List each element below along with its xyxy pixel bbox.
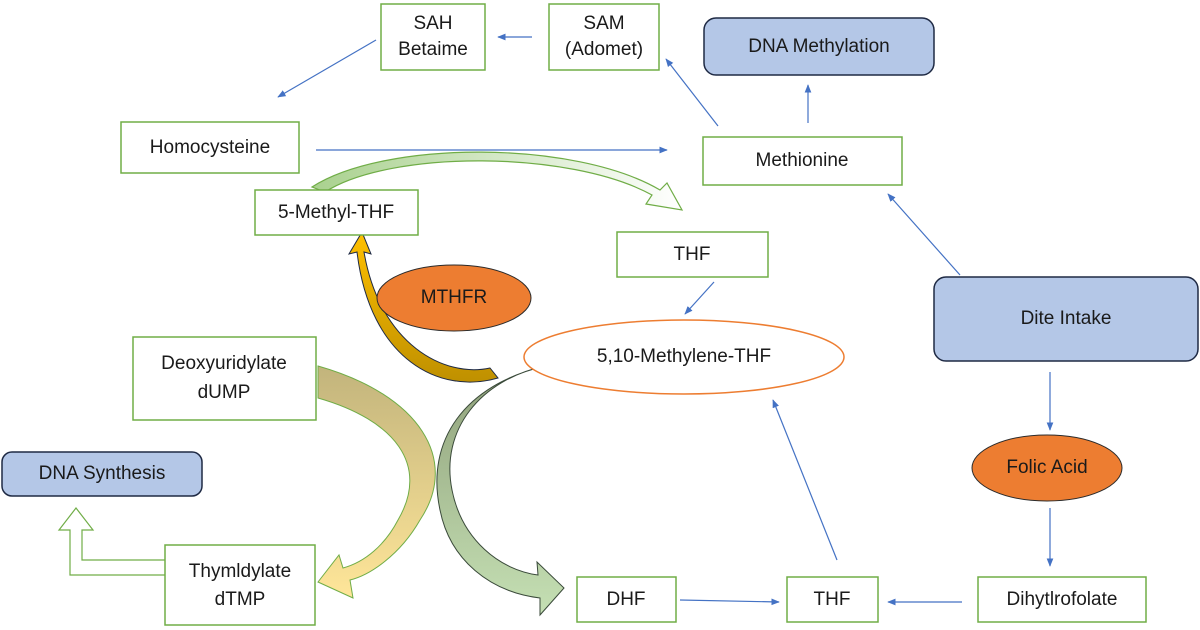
arrow-dhf-to-thf [679,598,780,606]
arrow-dite-intake-to-methionine [887,193,961,276]
thf-bottom-label: THF [814,589,851,610]
dna-synthesis-box: DNA Synthesis [1,451,203,497]
adomet-label: (Adomet) [565,39,643,60]
dhf-box: DHF [576,576,677,623]
folic-acid-label: Folic Acid [1006,457,1087,478]
thymidylate-label: Thymldylate [189,561,291,582]
sam-adomet-box: SAM (Adomet) [548,3,660,71]
curved-arrow-methyl-thf-to-thf [310,151,684,211]
thf-top-box: THF [616,231,769,278]
dna-methylation-label: DNA Methylation [748,36,890,57]
homocysteine-box: Homocysteine [120,121,300,174]
dhf-label: DHF [606,589,645,610]
arrow-methionine-to-sam [665,58,719,127]
dite-intake-box: Dite Intake [933,276,1199,362]
dna-synthesis-label: DNA Synthesis [39,463,166,484]
methylene-thf-ellipse: 5,10-Methylene-THF [523,319,845,395]
dna-methylation-box: DNA Methylation [703,17,935,76]
dump-label: dUMP [198,382,251,403]
thymidylate-box: Thymldylate dTMP [164,544,316,626]
dite-intake-label: Dite Intake [1021,308,1112,329]
arrow-sah-to-homocysteine [277,39,377,98]
sam-label: SAM [583,13,624,34]
dihydrofolate-label: Dihytlrofolate [1007,589,1118,610]
sah-label: SAH [413,13,452,34]
betaime-label: Betaime [398,39,468,60]
arrow-dtmp-to-dna-synthesis [57,507,165,576]
methyl-thf-label: 5-Methyl-THF [278,202,394,223]
thf-top-label: THF [674,244,711,265]
mthfr-label: MTHFR [421,287,487,308]
thf-bottom-box: THF [786,576,879,623]
deoxyuridylate-label: Deoxyuridylate [161,353,287,374]
arrow-thf-to-methylene-thf [684,281,715,315]
mthfr-ellipse: MTHFR [376,264,532,332]
methylene-thf-label: 5,10-Methylene-THF [597,346,771,367]
sah-betaime-box: SAH Betaime [380,3,486,71]
arrow-thf-to-methylene-thf-bottom [772,399,838,561]
methionine-label: Methionine [756,150,849,171]
dihydrofolate-box: Dihytlrofolate [977,576,1147,623]
homocysteine-label: Homocysteine [150,137,270,158]
curved-arrow-dump-to-dtmp [317,365,436,599]
folic-acid-ellipse: Folic Acid [971,434,1123,502]
curved-arrow-methylene-to-dhf [436,365,565,617]
methyl-thf-box: 5-Methyl-THF [254,189,419,236]
methionine-box: Methionine [702,136,903,186]
dtmp-label: dTMP [215,589,266,610]
deoxyuridylate-box: Deoxyuridylate dUMP [132,336,317,421]
